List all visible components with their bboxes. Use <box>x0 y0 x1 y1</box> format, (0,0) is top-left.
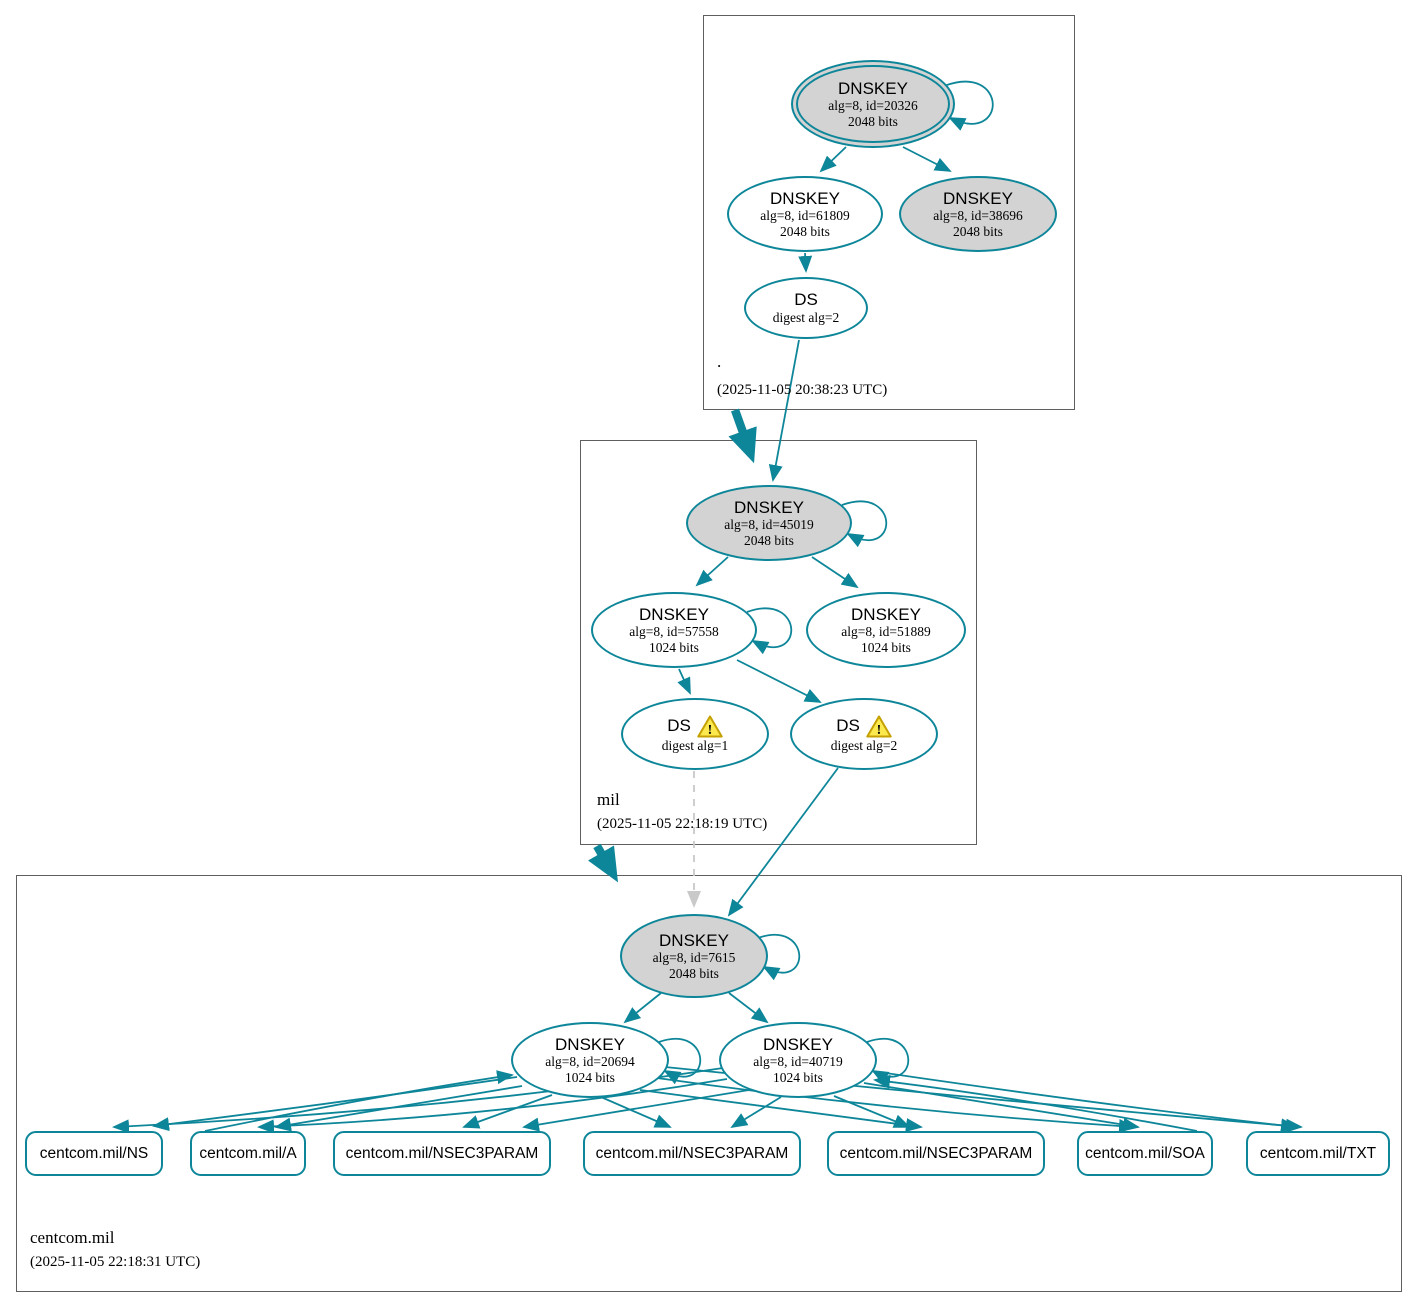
node-alg: alg=8, id=20694 <box>545 1054 635 1070</box>
svg-text:!: ! <box>876 723 881 738</box>
rrset-centcom-soa[interactable]: centcom.mil/SOA <box>1077 1131 1213 1176</box>
rrset-centcom-nsec3param-2[interactable]: centcom.mil/NSEC3PARAM <box>583 1131 801 1176</box>
node-detail: digest alg=1 <box>661 737 729 753</box>
zone-box-mil <box>580 440 977 845</box>
node-title: DS ! <box>836 715 892 738</box>
warning-icon: ! <box>866 715 892 738</box>
dnskey-node-57558[interactable]: DNSKEY alg=8, id=57558 1024 bits <box>591 592 757 668</box>
rrset-centcom-nsec3param-3[interactable]: centcom.mil/NSEC3PARAM <box>827 1131 1045 1176</box>
ds-node-mil-alg1[interactable]: DS ! digest alg=1 <box>621 698 769 770</box>
node-bits: 1024 bits <box>649 639 699 655</box>
node-alg: alg=8, id=51889 <box>841 624 931 640</box>
zone-box-centcom <box>16 875 1402 1292</box>
rrset-centcom-txt[interactable]: centcom.mil/TXT <box>1246 1131 1390 1176</box>
zone-name-centcom: centcom.mil <box>30 1228 115 1247</box>
node-detail: digest alg=2 <box>772 310 840 326</box>
node-title: DNSKEY <box>943 188 1013 208</box>
node-bits: 1024 bits <box>861 639 911 655</box>
node-title: DNSKEY <box>659 930 729 950</box>
node-title: DS <box>794 290 818 310</box>
node-title: DNSKEY <box>770 188 840 208</box>
node-title-text: DS <box>836 716 860 736</box>
node-title: DNSKEY <box>763 1034 833 1054</box>
ds-node-root[interactable]: DS digest alg=2 <box>744 277 868 339</box>
node-bits: 2048 bits <box>953 223 1003 239</box>
rrset-centcom-nsec3param-1[interactable]: centcom.mil/NSEC3PARAM <box>333 1131 551 1176</box>
node-bits: 2048 bits <box>780 223 830 239</box>
dnskey-node-45019[interactable]: DNSKEY alg=8, id=45019 2048 bits <box>686 485 852 561</box>
node-title: DNSKEY <box>555 1034 625 1054</box>
node-alg: alg=8, id=61809 <box>760 208 850 224</box>
rrset-centcom-a[interactable]: centcom.mil/A <box>190 1131 306 1176</box>
dnskey-node-40719[interactable]: DNSKEY alg=8, id=40719 1024 bits <box>719 1022 877 1098</box>
node-title-text: DS <box>667 716 691 736</box>
node-alg: alg=8, id=20326 <box>828 98 918 114</box>
node-bits: 1024 bits <box>565 1069 615 1085</box>
rrset-centcom-ns[interactable]: centcom.mil/NS <box>25 1131 163 1176</box>
node-alg: alg=8, id=38696 <box>933 208 1023 224</box>
node-title: DNSKEY <box>851 604 921 624</box>
zone-timestamp-centcom: (2025-11-05 22:18:31 UTC) <box>30 1254 201 1270</box>
node-title: DS ! <box>667 715 723 738</box>
ds-node-mil-alg2[interactable]: DS ! digest alg=2 <box>790 698 938 770</box>
dnskey-node-7615[interactable]: DNSKEY alg=8, id=7615 2048 bits <box>620 914 768 998</box>
dnskey-node-51889[interactable]: DNSKEY alg=8, id=51889 1024 bits <box>806 592 966 668</box>
node-alg: alg=8, id=40719 <box>753 1054 843 1070</box>
dnskey-node-20694[interactable]: DNSKEY alg=8, id=20694 1024 bits <box>511 1022 669 1098</box>
zone-box-root <box>703 15 1075 410</box>
dnskey-node-38696[interactable]: DNSKEY alg=8, id=38696 2048 bits <box>899 176 1057 252</box>
node-alg: alg=8, id=45019 <box>724 517 814 533</box>
node-bits: 2048 bits <box>848 113 898 129</box>
node-title: DNSKEY <box>639 604 709 624</box>
svg-text:!: ! <box>707 723 712 738</box>
node-bits: 1024 bits <box>773 1069 823 1085</box>
node-bits: 2048 bits <box>744 532 794 548</box>
dnskey-node-20326[interactable]: DNSKEY alg=8, id=20326 2048 bits <box>791 60 955 148</box>
dnskey-node-61809[interactable]: DNSKEY alg=8, id=61809 2048 bits <box>727 176 883 252</box>
node-alg: alg=8, id=7615 <box>652 950 736 966</box>
zone-name-mil: mil <box>597 790 620 809</box>
node-bits: 2048 bits <box>669 965 719 981</box>
zone-timestamp-mil: (2025-11-05 22:18:19 UTC) <box>597 816 768 832</box>
node-title: DNSKEY <box>838 78 908 98</box>
zone-name-root: . <box>717 352 722 371</box>
zone-timestamp-root: (2025-11-05 20:38:23 UTC) <box>717 382 888 398</box>
warning-icon: ! <box>697 715 723 738</box>
node-title: DNSKEY <box>734 497 804 517</box>
node-detail: digest alg=2 <box>830 737 898 753</box>
node-alg: alg=8, id=57558 <box>629 624 719 640</box>
